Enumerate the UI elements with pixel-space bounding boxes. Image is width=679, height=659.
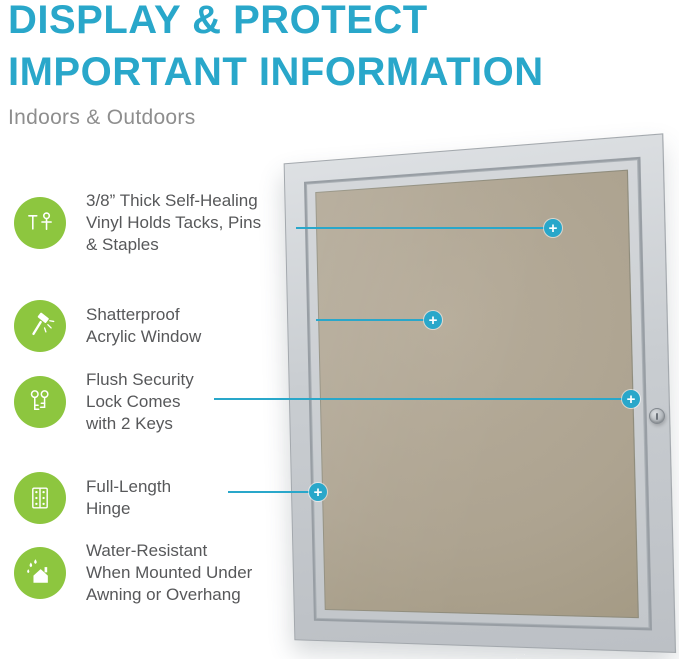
- callout-line-window: [316, 319, 433, 321]
- bulletin-board: [283, 133, 677, 654]
- callout-line-vinyl: [296, 227, 553, 229]
- feature-text: Flush Security Lock Comes with 2 Keys: [86, 369, 194, 435]
- callout-marker-hinge: +: [309, 483, 327, 501]
- feature-text: Shatterproof Acrylic Window: [86, 304, 201, 348]
- feature-item-lock: Flush Security Lock Comes with 2 Keys: [14, 369, 194, 435]
- hinge-icon: [14, 472, 66, 524]
- feature-text: 3/8” Thick Self-Healing Vinyl Holds Tack…: [86, 190, 261, 256]
- feature-line: Vinyl Holds Tacks, Pins: [86, 213, 262, 232]
- page-title-line2: IMPORTANT INFORMATION: [8, 50, 544, 94]
- feature-line: Shatterproof: [86, 305, 180, 324]
- board-vinyl-surface: [315, 169, 639, 619]
- feature-line: Water-Resistant: [86, 541, 208, 560]
- pins-icon: [14, 197, 66, 249]
- security-lock: [649, 408, 665, 424]
- feature-line: with 2 Keys: [86, 414, 173, 433]
- callout-marker-window: +: [424, 311, 442, 329]
- feature-line: 3/8” Thick Self-Healing: [86, 191, 258, 210]
- feature-item-water-resistant: Water-Resistant When Mounted Under Awnin…: [14, 540, 252, 606]
- feature-line: Flush Security: [86, 370, 194, 389]
- callout-line-hinge: [228, 491, 318, 493]
- callout-line-lock: [214, 398, 631, 400]
- feature-item-hinge: Full-Length Hinge: [14, 472, 171, 524]
- feature-line: Awning or Overhang: [86, 585, 241, 604]
- feature-item-shatterproof: Shatterproof Acrylic Window: [14, 300, 201, 352]
- feature-line: Full-Length: [86, 477, 172, 496]
- page-subtitle: Indoors & Outdoors: [8, 106, 196, 129]
- feature-line: Hinge: [86, 499, 131, 518]
- feature-line: Lock Comes: [86, 392, 181, 411]
- shatterproof-icon: [14, 300, 66, 352]
- feature-item-vinyl: 3/8” Thick Self-Healing Vinyl Holds Tack…: [14, 190, 261, 256]
- callout-marker-lock: +: [622, 390, 640, 408]
- keys-icon: [14, 376, 66, 428]
- page-title-line1: DISPLAY & PROTECT: [8, 0, 428, 42]
- water-icon: [14, 547, 66, 599]
- feature-text: Water-Resistant When Mounted Under Awnin…: [86, 540, 252, 606]
- feature-line: When Mounted Under: [86, 563, 253, 582]
- feature-line: & Staples: [86, 235, 159, 254]
- callout-marker-vinyl: +: [544, 219, 562, 237]
- feature-text: Full-Length Hinge: [86, 476, 171, 520]
- feature-line: Acrylic Window: [86, 327, 202, 346]
